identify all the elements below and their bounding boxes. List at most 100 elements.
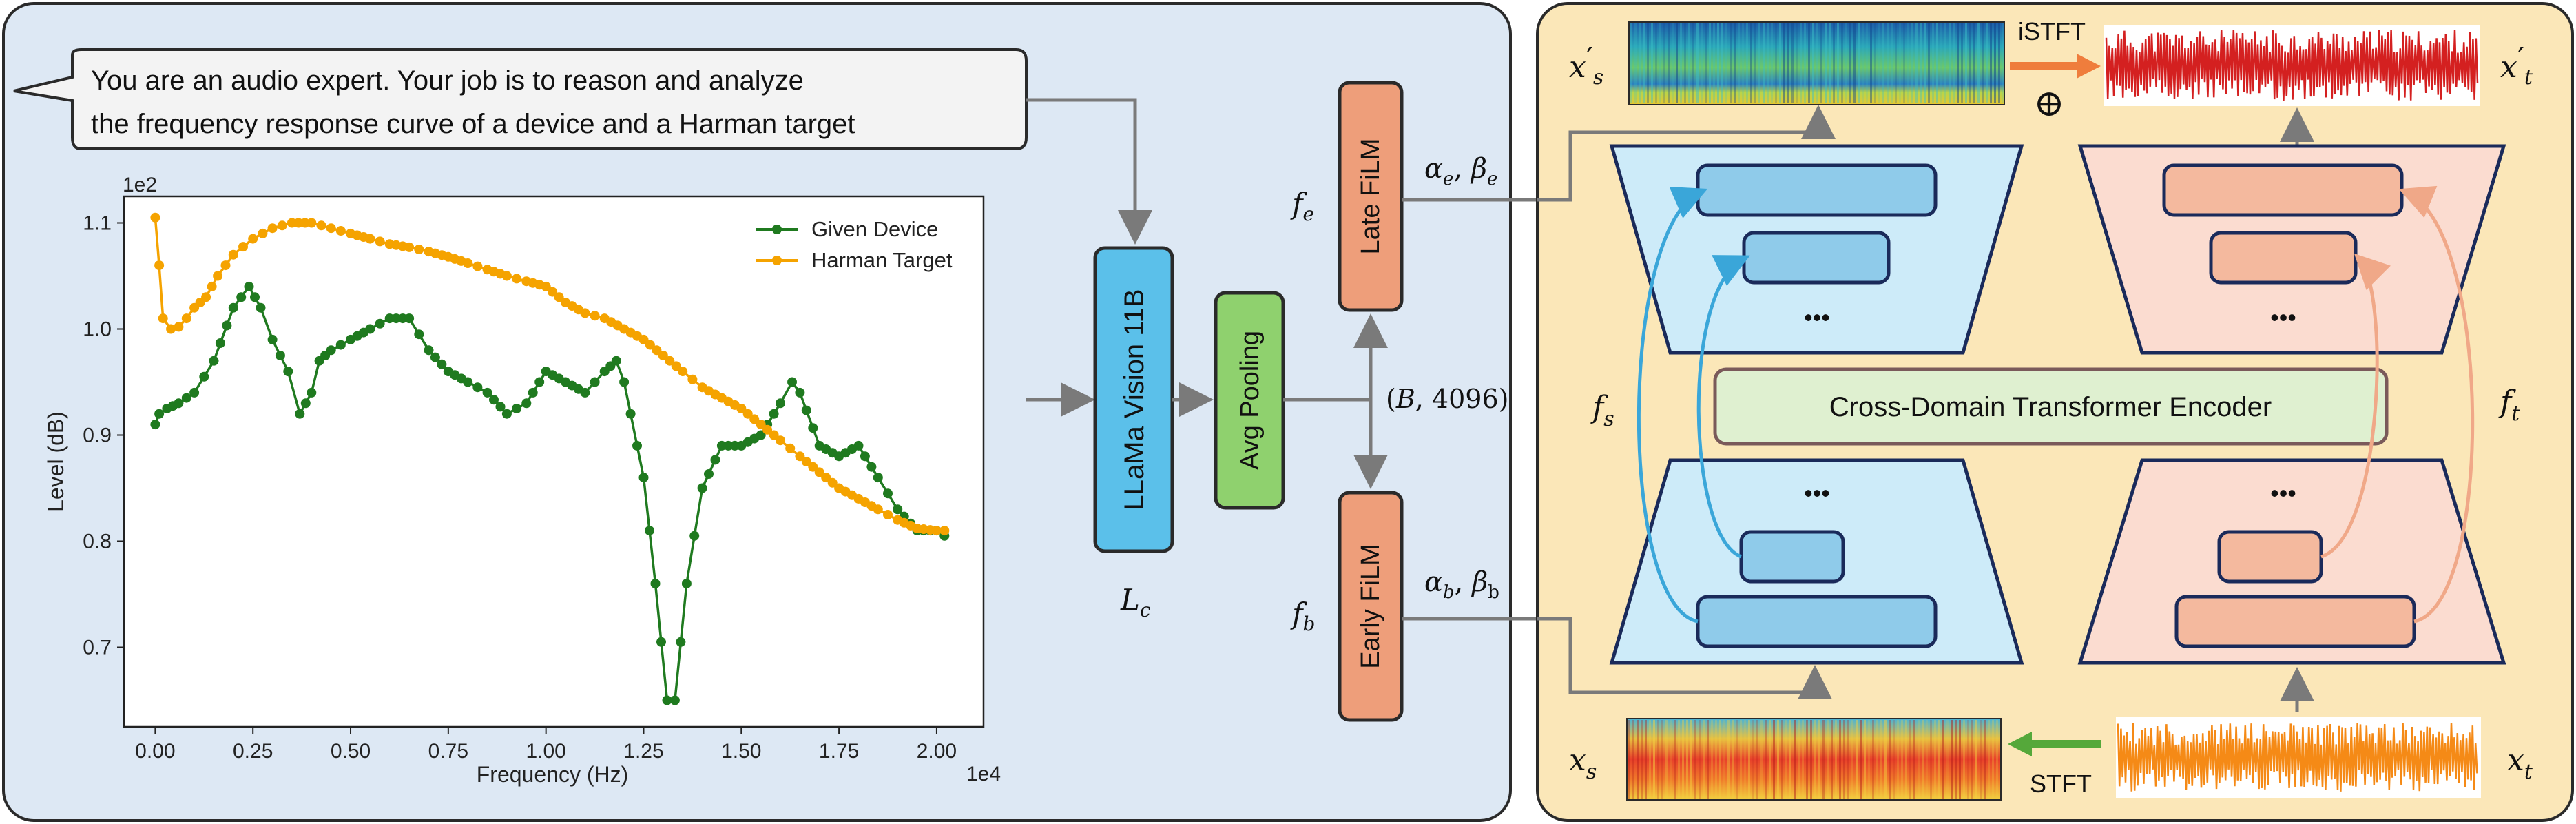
spectrogram-texture xyxy=(1913,720,1915,799)
spectrogram-texture xyxy=(1998,23,2000,103)
spectrogram-texture xyxy=(1949,23,1951,103)
spectrogram-texture xyxy=(1756,720,1758,799)
spectrogram-texture xyxy=(1994,23,1996,103)
spectrogram-texture xyxy=(1866,23,1868,103)
spectrogram-texture xyxy=(1963,720,1965,799)
spectrogram-texture xyxy=(1707,720,1709,799)
data-point xyxy=(463,377,473,387)
spectrogram-texture xyxy=(1907,23,1909,103)
spectrogram-texture xyxy=(1878,23,1880,103)
source-encoder-block-1 xyxy=(1696,595,1938,648)
x-tick-label: 1.25 xyxy=(623,740,663,763)
data-point xyxy=(658,351,668,360)
cross-domain-transformer: Cross-Domain Transformer Encoder xyxy=(1713,367,2389,446)
spectrogram-texture xyxy=(1864,720,1866,799)
spectrogram-texture xyxy=(1884,720,1887,799)
spectrogram-texture xyxy=(1996,720,1998,799)
data-point xyxy=(808,423,818,433)
spectrogram-texture xyxy=(1816,23,1818,103)
data-point xyxy=(650,579,661,589)
spectrogram-texture xyxy=(1810,720,1812,799)
waveform-top xyxy=(2104,25,2480,106)
spectrogram-texture xyxy=(1915,23,1918,103)
data-point xyxy=(275,351,285,360)
spectrogram-texture xyxy=(1973,23,1975,103)
data-point xyxy=(283,367,293,377)
data-point xyxy=(154,260,165,271)
data-point xyxy=(669,695,680,705)
spectrogram-texture xyxy=(1699,720,1701,799)
data-point xyxy=(821,473,831,483)
data-point xyxy=(860,451,870,462)
xs-prime-label: x′s xyxy=(1569,41,1603,90)
data-point xyxy=(300,398,311,409)
spectrogram-texture xyxy=(1965,23,1967,103)
data-point xyxy=(528,387,538,398)
spectrogram-texture xyxy=(1773,720,1775,799)
data-point xyxy=(814,467,824,477)
data-point xyxy=(827,477,838,488)
early-film-params: αb, βb xyxy=(1424,566,1499,603)
spectrogram-texture xyxy=(1653,720,1655,799)
spectrogram-texture xyxy=(1918,720,1920,799)
data-point xyxy=(697,483,707,493)
spectrogram-texture xyxy=(1641,720,1643,799)
spectrogram-texture xyxy=(1804,23,1806,103)
data-point xyxy=(590,377,600,387)
spectrogram-texture xyxy=(1672,23,1674,103)
spectrogram-texture xyxy=(1920,23,1922,103)
spectrogram-texture xyxy=(1872,720,1874,799)
data-point xyxy=(248,234,258,244)
data-point xyxy=(742,409,753,419)
spectrogram-texture xyxy=(1645,720,1647,799)
spectrogram-texture xyxy=(1833,23,1835,103)
spectrogram-texture xyxy=(1719,720,1721,799)
data-point xyxy=(580,387,590,398)
spectrogram-texture xyxy=(1903,23,1905,103)
spectrogram-texture xyxy=(1938,720,1940,799)
spectrogram-texture xyxy=(1876,720,1878,799)
istft-label: iSTFT xyxy=(2018,17,2086,45)
spectrogram-texture xyxy=(1942,720,1944,799)
spectrogram-texture xyxy=(1748,720,1750,799)
data-point xyxy=(424,345,434,356)
y-axis-label: Level (dB) xyxy=(43,411,68,512)
data-point xyxy=(228,249,238,260)
data-point xyxy=(749,414,760,424)
xs-label: xs xyxy=(1569,743,1597,784)
y-tick-label: 0.7 xyxy=(83,637,112,659)
spectrogram-texture xyxy=(1738,23,1740,103)
data-point xyxy=(883,488,893,499)
spectrogram-texture xyxy=(1754,23,1756,103)
data-point xyxy=(785,443,796,453)
spectrogram-texture xyxy=(1841,23,1843,103)
llama-vision-block: LLaMa Vision 11B xyxy=(1093,246,1174,553)
oplus-symbol: ⊕ xyxy=(2033,81,2064,125)
spectrogram-texture xyxy=(1680,23,1682,103)
spectrogram-texture xyxy=(1932,23,1934,103)
spectrogram-texture xyxy=(1856,720,1858,799)
y-tick-label: 1.0 xyxy=(83,318,112,341)
spectrogram-texture xyxy=(1736,720,1738,799)
spectrogram-texture xyxy=(1643,23,1645,103)
spectrogram-texture xyxy=(1992,720,1994,799)
spectrogram-texture xyxy=(1802,720,1804,799)
x-tick-label: 2.00 xyxy=(917,740,957,763)
data-point xyxy=(463,258,473,268)
spectrogram-texture xyxy=(1769,720,1771,799)
data-point xyxy=(704,469,714,479)
data-point xyxy=(762,424,773,435)
data-point xyxy=(236,292,247,302)
spectrogram-texture xyxy=(1959,720,1961,799)
y-scale-label: 1e2 xyxy=(123,174,157,196)
data-point xyxy=(437,359,447,369)
spectrogram-texture xyxy=(1632,720,1634,799)
data-point xyxy=(801,457,811,466)
data-point xyxy=(158,313,168,324)
spectrogram-texture xyxy=(1765,720,1767,799)
spectrogram-texture xyxy=(1858,23,1860,103)
llama-variable: Lc xyxy=(1120,583,1151,621)
spectrogram-texture xyxy=(1982,23,1984,103)
y-tick-label: 0.8 xyxy=(83,531,112,553)
legend-harman-target: Harman Target xyxy=(811,248,953,272)
